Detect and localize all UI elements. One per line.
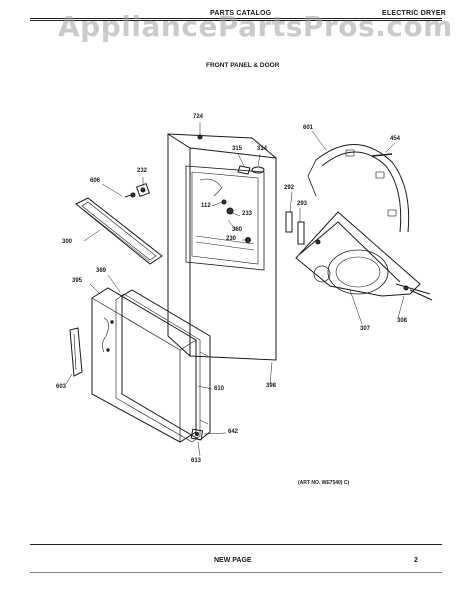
part-label-293: 293 (297, 201, 308, 207)
part-label-307: 307 (360, 326, 371, 332)
small-parts-drawing (197, 134, 393, 245)
part-label-603: 603 (56, 384, 67, 390)
door-handle-drawing (69, 327, 83, 377)
part-label-642: 642 (228, 429, 239, 435)
part-label-360: 360 (232, 227, 243, 233)
footer-page-mark: 2 (414, 557, 418, 564)
part-label-724: 724 (193, 114, 204, 120)
part-label-395: 395 (72, 278, 83, 284)
footer-new-page: NEW PAGE (214, 557, 252, 564)
part-label-230: 230 (226, 236, 237, 242)
door-assembly-drawing (91, 287, 211, 443)
kick-strip-drawing (75, 197, 163, 265)
part-label-398: 398 (266, 383, 277, 389)
header-bottom-rule (30, 20, 442, 21)
header-top-rule (30, 18, 442, 19)
part-label-292: 292 (284, 185, 295, 191)
part-label-232: 232 (137, 168, 148, 174)
header-left-title: PARTS CATALOG (210, 10, 272, 17)
part-label-315: 315 (232, 146, 243, 152)
watermark: AppliancePartsPros.com (58, 10, 453, 43)
art-number: (ART NO. WE7540) C) (298, 480, 350, 486)
footer-bottom-rule (30, 572, 442, 573)
duct-seal-drawing (307, 144, 410, 233)
part-label-610: 610 (214, 386, 225, 392)
front-panel-drawing (167, 133, 277, 361)
footer-rule (30, 544, 442, 545)
part-label-314: 314 (257, 146, 268, 152)
part-label-606: 606 (90, 178, 101, 184)
bulkhead-drawing (295, 211, 433, 301)
part-label-369: 369 (96, 268, 107, 274)
header-right-title: ELECTRIC DRYER (382, 10, 446, 17)
hinge-parts-drawing (124, 182, 151, 198)
part-label-601: 601 (303, 125, 314, 131)
door-strike-drawing (190, 428, 204, 441)
part-label-454: 454 (390, 136, 401, 142)
part-label-112: 112 (201, 203, 211, 209)
leader-lines (65, 122, 405, 457)
part-label-613: 613 (191, 458, 202, 464)
section-title: FRONT PANEL & DOOR (206, 62, 280, 69)
part-label-300: 300 (62, 239, 73, 245)
part-label-308: 308 (397, 318, 408, 324)
part-label-233: 233 (242, 211, 253, 217)
